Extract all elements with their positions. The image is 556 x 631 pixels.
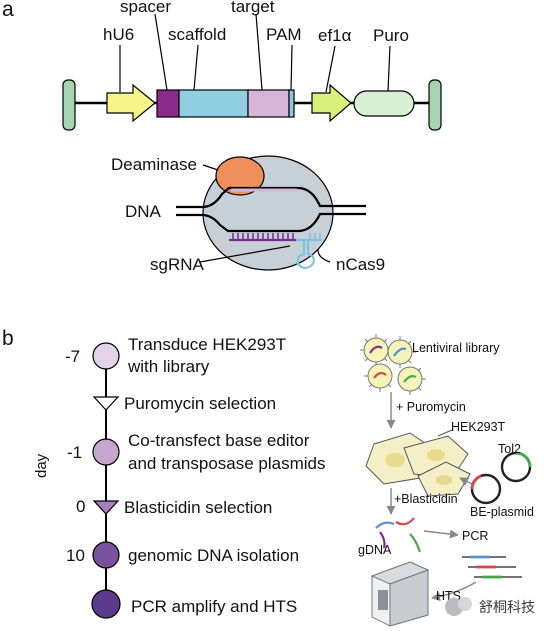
base-editor-complex: Deaminase DNA sgRNA nCas9	[111, 155, 385, 274]
timeline-node-4	[91, 589, 121, 619]
label-target: target	[231, 0, 275, 16]
step-1-line-2: with library	[127, 357, 210, 376]
day-label-2: -1	[67, 443, 82, 462]
step-3-line-1: Co-transfect base editor	[128, 431, 310, 450]
scaffold-block	[178, 89, 249, 118]
label-deaminase: Deaminase	[111, 155, 197, 174]
label-blasticidin: +Blasticidin	[394, 492, 458, 506]
label-tol2: Tol2	[498, 442, 521, 456]
label-sgrna: sgRNA	[150, 255, 205, 274]
label-hu6: hU6	[103, 25, 134, 44]
step-6-line-1: PCR amplify and HTS	[131, 597, 297, 616]
pam-block	[288, 89, 295, 118]
plasmids	[470, 451, 532, 505]
pcr-amplicons	[462, 555, 522, 579]
label-ncas9: nCas9	[336, 255, 385, 274]
puro-gene	[353, 90, 415, 117]
label-puro: Puro	[373, 26, 409, 45]
timeline-marker-puromycin	[92, 396, 120, 411]
step-2-line-1: Puromycin selection	[124, 394, 276, 413]
panel-b-label: b	[2, 327, 14, 350]
sgrna-scaffold	[296, 238, 322, 270]
watermark-text: 舒桐科技	[479, 599, 535, 615]
timeline-node-3	[92, 541, 120, 569]
label-ef1a: ef1α	[318, 26, 352, 45]
insulator-left	[62, 79, 76, 131]
virus-particles	[360, 334, 426, 395]
label-pam: PAM	[266, 25, 302, 44]
day-label-4: 10	[66, 546, 85, 565]
step-1-line-1: Transduce HEK293T	[128, 335, 286, 354]
label-dna: DNA	[125, 202, 162, 221]
watermark: 舒桐科技	[445, 597, 535, 616]
dna-top-strand	[176, 186, 366, 209]
label-gdna: gDNA	[358, 543, 392, 557]
target-block	[247, 89, 290, 118]
construct-diagram: hU6 spacer scaffold target PAM ef1α Puro	[62, 0, 442, 131]
workflow-illustration: Lentiviral library + Puromycin HEK293T T…	[358, 334, 535, 627]
label-hek293t: HEK293T	[451, 420, 506, 434]
label-lentiviral-library: Lentiviral library	[412, 341, 500, 355]
timeline-node-2	[92, 438, 120, 466]
label-puromycin: + Puromycin	[396, 400, 466, 414]
panel-a-label: a	[2, 0, 14, 21]
insulator-right	[428, 79, 442, 131]
deaminase-domain	[215, 156, 265, 196]
hek293t-cells	[365, 432, 471, 497]
timeline: -7 -1 0 10 Transduce HEK293T with librar…	[65, 335, 326, 619]
day-label-1: -7	[65, 347, 80, 366]
hu6-promoter	[106, 83, 156, 123]
label-pcr: PCR	[462, 529, 488, 543]
label-be-plasmid: BE-plasmid	[470, 505, 534, 519]
ef1a-promoter	[311, 83, 352, 123]
step-5-line-1: genomic DNA isolation	[128, 546, 299, 565]
gdna-fragments	[375, 517, 422, 553]
label-scaffold: scaffold	[168, 25, 226, 44]
timeline-marker-blasticidin	[92, 500, 120, 515]
spacer-block	[156, 89, 180, 118]
step-4-line-1: Blasticidin selection	[124, 498, 272, 517]
axis-label-day: day	[33, 453, 50, 478]
dna-bottom-strand	[176, 212, 366, 233]
sequencer-machine	[370, 561, 430, 627]
step-3-line-2: and transposase plasmids	[128, 454, 326, 473]
label-spacer: spacer	[120, 0, 171, 16]
day-label-3: 0	[76, 497, 85, 516]
timeline-node-1	[92, 342, 120, 370]
